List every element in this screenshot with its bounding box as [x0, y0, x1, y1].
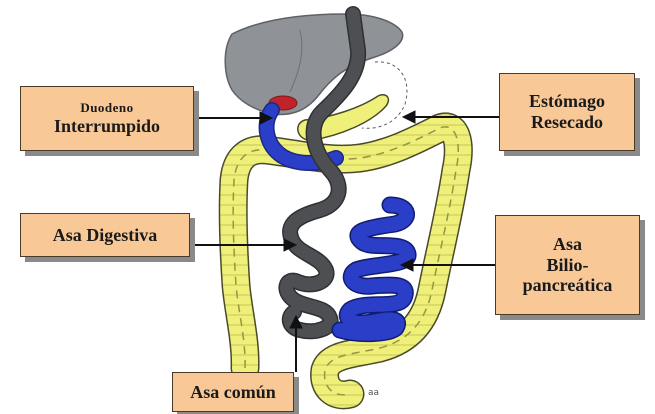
label-asa-biliopancreatica: Asa Bilio- pancreática [495, 215, 640, 315]
label-asa-digestiva: Asa Digestiva [20, 213, 190, 257]
label-asa-bilio-line1: Asa [553, 234, 582, 255]
label-estomago-line2: Resecado [531, 112, 603, 133]
arrowhead-estomago [403, 111, 415, 123]
label-duodeno-line2: Interrumpido [54, 116, 160, 137]
label-asa-comun-text: Asa común [190, 382, 276, 403]
label-asa-bilio-line2: Bilio- [546, 255, 588, 276]
label-duodeno-line1: Duodeno [80, 101, 133, 116]
label-estomago-line1: Estómago [529, 91, 605, 112]
label-duodeno-interrumpido: Duodeno Interrumpido [20, 86, 194, 151]
label-asa-comun: Asa común [172, 372, 294, 412]
label-estomago-resecado: Estómago Resecado [499, 73, 635, 151]
label-asa-digestiva-text: Asa Digestiva [53, 225, 158, 246]
footnote-mark: aa [368, 388, 379, 398]
label-asa-bilio-line3: pancreática [523, 275, 613, 296]
